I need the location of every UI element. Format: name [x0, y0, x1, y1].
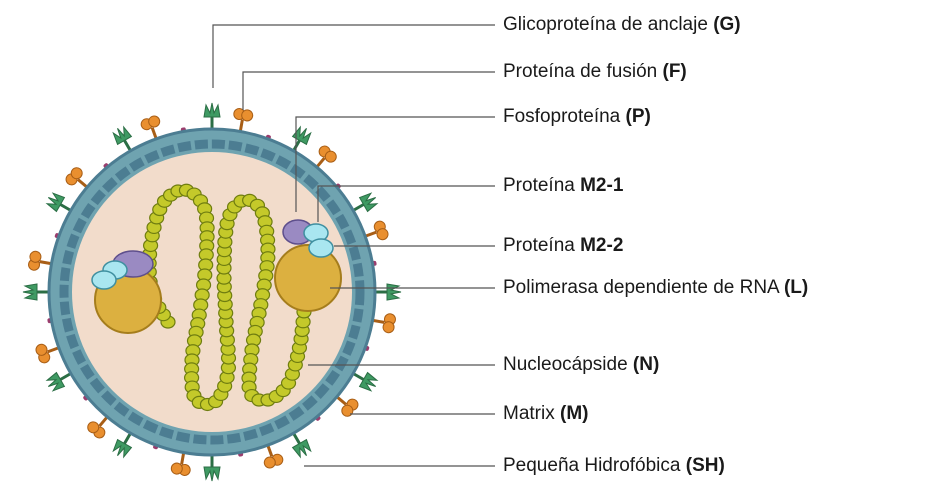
leader-line-g: [213, 25, 495, 88]
label-nucleocapside-n: Nucleocápside (N): [503, 353, 659, 377]
label-text: Glicoproteína de anclaje: [503, 14, 713, 35]
polymerase-right: [275, 245, 341, 311]
label-proteina-m2-2: Proteína M2-2: [503, 234, 623, 258]
label-abbrev: (M): [560, 403, 588, 424]
label-abbrev: (SH): [686, 455, 725, 476]
label-fosfoproteina-p: Fosfoproteína (P): [503, 105, 651, 129]
label-text: Matrix: [503, 403, 560, 424]
label-text: Proteína: [503, 235, 580, 256]
label-abbrev: (N): [633, 354, 659, 375]
label-proteina-fusion-f: Proteína de fusión (F): [503, 60, 687, 84]
label-pequena-hidrofobica-sh: Pequeña Hidrofóbica (SH): [503, 454, 725, 478]
label-abbrev: (L): [784, 277, 808, 298]
label-proteina-m2-1: Proteína M2-1: [503, 174, 623, 198]
label-text: Pequeña Hidrofóbica: [503, 455, 686, 476]
label-text: Polimerasa dependiente de RNA: [503, 277, 784, 298]
label-text: Fosfoproteína: [503, 106, 626, 127]
label-abbrev: (P): [626, 106, 651, 127]
label-text: Nucleocápside: [503, 354, 633, 375]
leader-line-f: [243, 72, 495, 110]
label-text: Proteína de fusión: [503, 61, 663, 82]
label-matrix-m: Matrix (M): [503, 402, 588, 426]
label-abbrev: (F): [663, 61, 687, 82]
m2-protein-left-b: [92, 271, 116, 289]
label-polimerasa-l: Polimerasa dependiente de RNA (L): [503, 276, 808, 300]
label-glicoproteina-g: Glicoproteína de anclaje (G): [503, 13, 741, 37]
m2-2-protein-right: [309, 239, 333, 257]
label-abbrev: (G): [713, 14, 740, 35]
label-abbrev: M2-2: [580, 235, 623, 256]
label-abbrev: M2-1: [580, 175, 623, 196]
label-text: Proteína: [503, 175, 580, 196]
